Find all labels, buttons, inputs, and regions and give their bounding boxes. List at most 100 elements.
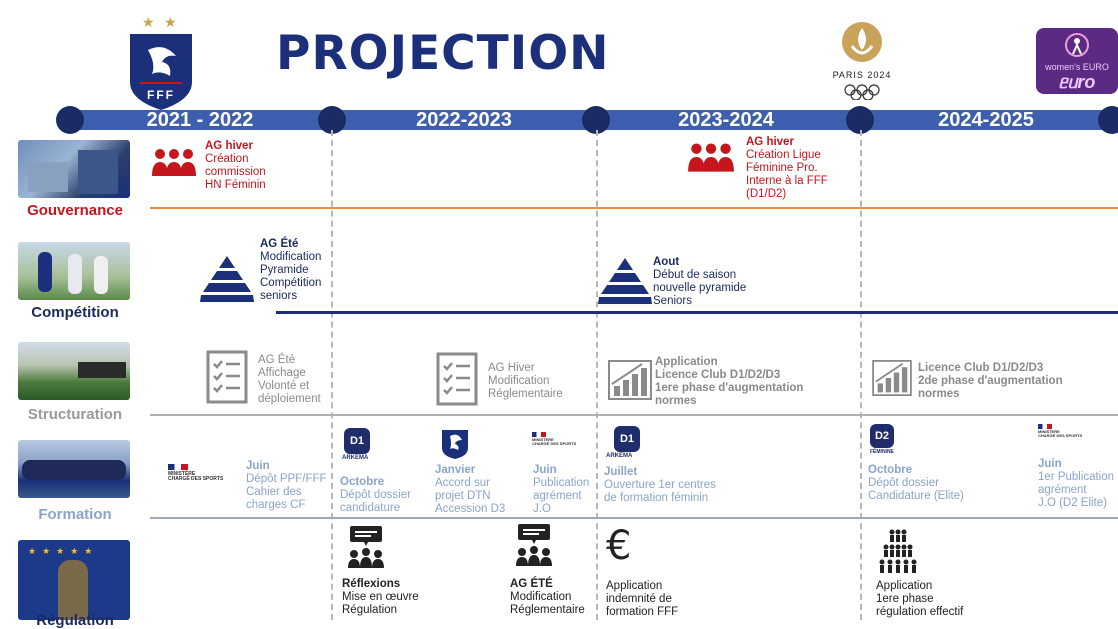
formation-rule <box>150 517 1118 519</box>
event-title: AG Hiver <box>488 362 535 374</box>
event-line: Féminine Pro. <box>746 162 818 174</box>
year-label: 2024-2025 <box>938 109 1034 131</box>
event-title: Juin <box>1038 458 1062 470</box>
checklist-icon <box>206 350 248 404</box>
d1-badge: D1 <box>614 426 640 452</box>
event-line: Interne à la FFF <box>746 175 828 187</box>
event-line: 2de phase d'augmentation <box>918 375 1063 387</box>
gouvernance-photo <box>18 140 130 198</box>
event-title: Janvier <box>435 464 476 476</box>
event-line: normes <box>655 395 697 407</box>
event-line: indemnité de <box>606 593 672 605</box>
timeline-dot <box>1098 106 1118 134</box>
event-line: HN Féminin <box>205 179 266 191</box>
event-line: Pyramide <box>260 264 309 276</box>
regulation-photo: ★★★★★ <box>18 540 130 620</box>
event-line: Création Ligue <box>746 149 821 161</box>
event-line: Début de saison <box>653 269 737 281</box>
fff-logo-text: FFF <box>147 88 175 102</box>
formation-event-3: Janvier Accord sur projet DTN Accession … <box>435 464 505 516</box>
event-title: AG hiver <box>746 136 794 148</box>
event-line: Dépôt dossier <box>868 477 939 489</box>
meeting-speech-icon <box>348 526 384 568</box>
event-line: Compétition <box>260 277 322 289</box>
d2-badge: D2 <box>870 424 894 448</box>
euro-icon: € <box>606 523 632 569</box>
ministere-line: MINISTÈRE <box>532 437 554 442</box>
ministere-logo: MINISTÈRE CHARGÉ DES SPORTS <box>168 464 238 482</box>
structuration-event-1: AG Été Affichage Volonté et déploiement <box>258 354 321 406</box>
french-flag-icon <box>168 464 188 470</box>
event-line: Dépôt PPF/FFF <box>246 473 327 485</box>
event-title: Juillet <box>604 466 638 478</box>
structuration-event-2: AG Hiver Modification Réglementaire <box>488 362 563 401</box>
timeline-dot <box>846 106 874 134</box>
event-title: Application <box>655 356 718 368</box>
event-line: 1ere phase d'augmentation <box>655 382 804 394</box>
timeline-dot <box>582 106 610 134</box>
formation-event-4: Juin Publication agrément J.O <box>533 464 589 516</box>
event-title: Octobre <box>868 464 913 476</box>
event-line: candidature <box>340 502 401 514</box>
event-title: Juin <box>533 464 557 476</box>
category-regulation: Régulation <box>36 612 114 629</box>
paris-2024-logo: PARIS 2024 <box>822 20 902 106</box>
regulation-event-2: AG ÉTÉ Modification Réglementaire <box>510 578 585 617</box>
event-line: Application <box>876 580 933 592</box>
formation-photo <box>18 440 130 498</box>
brand-text: FÉMININE <box>870 449 894 455</box>
competition-event-1: AG Été Modification Pyramide Compétition… <box>260 238 321 303</box>
euro-wordmark: ᥱᥙro <box>1058 72 1096 92</box>
regulation-event-4: Application 1ere phase régulation effect… <box>876 580 963 619</box>
regulation-event-1: Réflexions Mise en œuvre Régulation <box>342 578 419 617</box>
star-icon: ★ <box>142 14 155 30</box>
event-title: AG Été <box>260 238 299 250</box>
gouvernance-event-2: AG hiver Création Ligue Féminine Pro. In… <box>746 136 828 201</box>
fff-shield-icon <box>442 430 468 459</box>
structuration-event-4: Licence Club D1/D2/D3 2de phase d'augmen… <box>918 362 1063 401</box>
event-title: Licence Club D1/D2/D3 <box>918 362 1044 374</box>
ministere-line: MINISTÈRE <box>1038 429 1060 434</box>
people-group-icon <box>152 149 196 176</box>
event-line: normes <box>918 388 960 400</box>
french-flag-icon <box>1038 424 1052 429</box>
formation-event-5: Juillet Ouverture 1er centres de formati… <box>604 466 716 505</box>
event-title: AG Été <box>258 354 296 366</box>
ministere-line: MINISTÈRE <box>168 471 196 477</box>
growth-chart-icon <box>608 360 652 400</box>
event-line: Accord sur <box>435 477 490 489</box>
pyramid-icon <box>598 258 652 304</box>
event-title: Juin <box>246 460 270 472</box>
event-line: J.O (D2 Elite) <box>1038 497 1108 509</box>
event-line: agrément <box>533 490 582 502</box>
event-line: formation FFF <box>606 606 679 618</box>
event-title: Aout <box>653 256 680 268</box>
event-title: Réflexions <box>342 578 401 590</box>
formation-event-6: Octobre Dépôt dossier Candidature (Elite… <box>868 464 964 503</box>
formation-event-7: Juin 1er Publication agrément J.O (D2 El… <box>1038 458 1114 510</box>
year-divider <box>596 130 598 620</box>
structuration-event-3: Application Licence Club D1/D2/D3 1ere p… <box>655 356 803 408</box>
brand-text: ARKEMA <box>606 453 633 459</box>
womens-euro-logo: women's EURO ᥱᥙro <box>1036 28 1118 94</box>
year-divider <box>331 130 333 620</box>
timeline-dot <box>56 106 84 134</box>
growth-chart-icon <box>872 360 912 396</box>
event-line: Modification <box>488 375 550 387</box>
olympic-rings-icon <box>844 84 880 100</box>
competition-event-2: Aout Début de saison nouvelle pyramide S… <box>653 256 746 308</box>
event-line: déploiement <box>258 393 321 405</box>
event-line: Accession D3 <box>435 503 506 515</box>
category-formation: Formation <box>38 506 112 523</box>
brand-text: ARKEMA <box>342 455 369 461</box>
ministere-logo: MINISTÈRE CHARGÉ DES SPORTS <box>532 432 592 446</box>
event-line: Réglementaire <box>488 388 563 400</box>
competition-rule <box>276 311 1118 314</box>
formation-event-2: Octobre Dépôt dossier candidature <box>340 476 411 515</box>
ministere-line: CHARGÉ DES SPORTS <box>1038 433 1083 438</box>
crowd-pyramid-icon <box>879 529 917 573</box>
formation-event-1: Juin Dépôt PPF/FFF Cahier des charges CF <box>246 460 327 512</box>
category-gouvernance: Gouvernance <box>27 202 123 219</box>
checklist-icon <box>436 352 478 406</box>
meeting-speech-icon <box>516 524 552 566</box>
